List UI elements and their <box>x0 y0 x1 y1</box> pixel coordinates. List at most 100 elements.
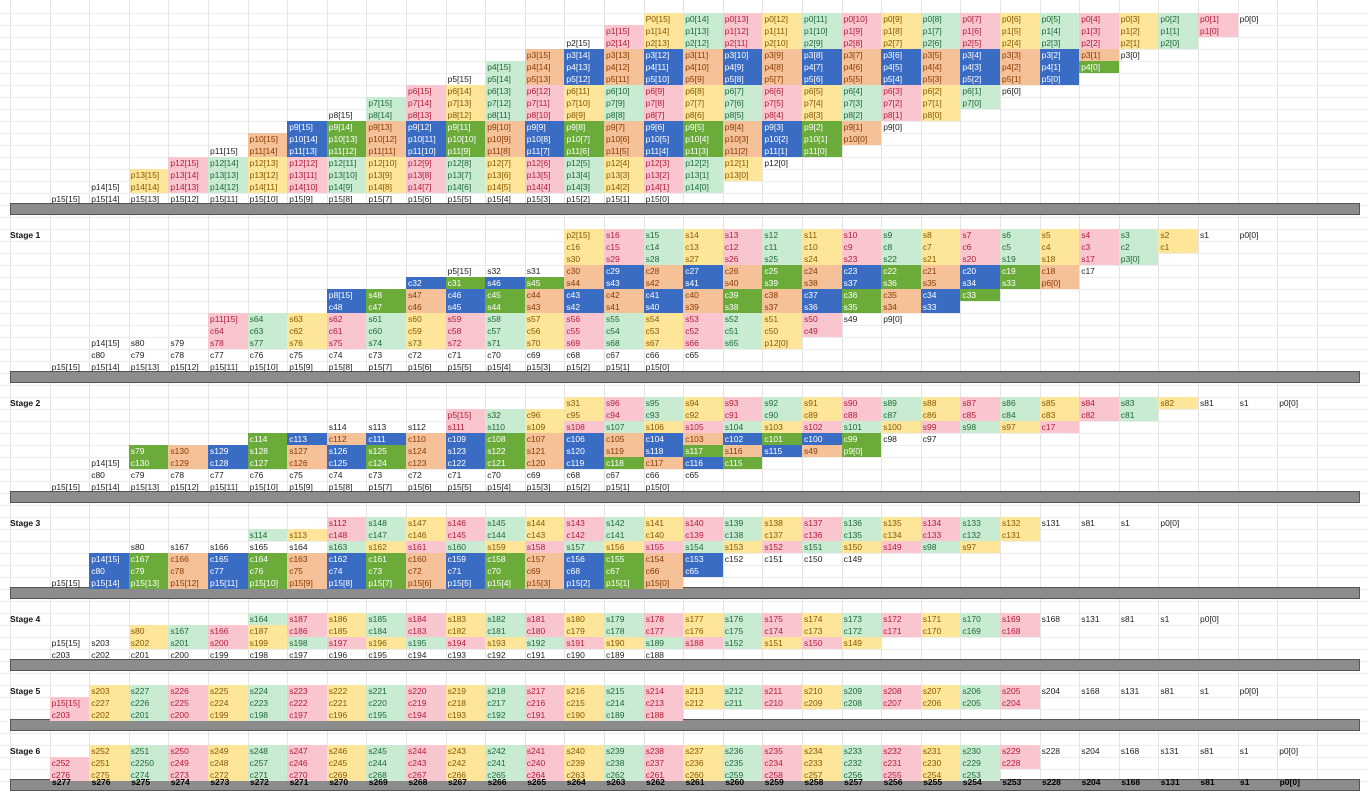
table-cell[interactable]: p7[5] <box>762 97 802 109</box>
table-cell[interactable]: p5[10] <box>643 73 684 85</box>
table-cell[interactable]: s245 <box>366 745 406 757</box>
table-cell[interactable]: p15[12] <box>170 194 199 204</box>
table-cell[interactable]: p15[13] <box>130 194 160 204</box>
table-cell[interactable]: c2250 <box>128 757 169 769</box>
table-cell[interactable]: s196 <box>366 637 406 649</box>
table-cell[interactable]: c22 <box>881 265 921 277</box>
table-cell[interactable]: c215 <box>564 697 604 709</box>
table-cell[interactable]: c34 <box>920 289 961 301</box>
table-cell[interactable]: p7[11] <box>524 97 565 109</box>
table-cell[interactable]: s185 <box>366 613 406 625</box>
table-cell[interactable]: c194 <box>406 709 446 721</box>
table-cell[interactable]: s85 <box>1039 397 1080 409</box>
table-cell[interactable]: p3[10] <box>722 49 763 61</box>
table-cell[interactable]: s60 <box>406 313 446 325</box>
table-cell[interactable]: p3[4] <box>960 49 1000 61</box>
table-cell[interactable]: c100 <box>802 433 842 445</box>
table-cell[interactable]: c155 <box>604 553 644 565</box>
table-cell[interactable]: p2[10] <box>762 37 802 49</box>
table-cell[interactable]: p6[3] <box>881 85 921 97</box>
table-cell[interactable]: s128 <box>247 445 288 457</box>
table-cell[interactable]: p0[10] <box>841 13 882 25</box>
table-cell[interactable]: p9[15] <box>287 121 327 133</box>
table-cell[interactable]: s238 <box>643 745 684 757</box>
table-cell[interactable]: p7[13] <box>445 97 486 109</box>
table-cell[interactable]: p15[15] <box>51 638 80 648</box>
table-cell[interactable]: c240 <box>524 757 565 769</box>
table-cell[interactable]: p15[12] <box>170 362 199 372</box>
table-cell[interactable]: c273 <box>168 769 208 781</box>
table-cell[interactable]: c243 <box>406 757 446 769</box>
table-cell[interactable]: s232 <box>881 745 921 757</box>
table-cell[interactable]: p13[2] <box>643 169 684 181</box>
table-cell[interactable]: p15[15] <box>51 362 80 372</box>
table-cell[interactable]: s33 <box>1000 277 1040 289</box>
table-cell[interactable]: s35 <box>841 301 882 313</box>
table-cell[interactable]: c239 <box>564 757 604 769</box>
table-cell[interactable]: s108 <box>564 421 604 433</box>
table-cell[interactable]: c123 <box>406 457 446 469</box>
table-cell[interactable]: s49 <box>802 445 842 457</box>
table-cell[interactable]: p5[4] <box>881 73 921 85</box>
table-cell[interactable]: c125 <box>326 457 367 469</box>
table-cell[interactable]: c124 <box>366 457 406 469</box>
table-cell[interactable]: p11[6] <box>564 145 604 157</box>
table-cell[interactable]: s172 <box>881 613 921 625</box>
final-sum-cell[interactable]: s277 <box>52 777 71 787</box>
table-cell[interactable]: p14[4] <box>524 181 565 193</box>
table-cell[interactable]: c149 <box>843 554 863 564</box>
table-cell[interactable]: c104 <box>643 433 684 445</box>
table-cell[interactable]: c268 <box>366 769 406 781</box>
table-cell[interactable]: p3[5] <box>920 49 961 61</box>
table-cell[interactable]: p15[8] <box>326 577 367 589</box>
table-cell[interactable]: p6[0] <box>1039 277 1080 289</box>
table-cell[interactable]: c193 <box>445 709 486 721</box>
table-cell[interactable]: s8 <box>920 229 961 241</box>
table-cell[interactable]: c233 <box>802 757 842 769</box>
table-cell[interactable]: c119 <box>564 457 604 469</box>
table-cell[interactable]: s45 <box>445 301 486 313</box>
table-cell[interactable]: p14[7] <box>406 181 446 193</box>
table-cell[interactable]: p1[15] <box>604 25 644 37</box>
table-cell[interactable]: s248 <box>247 745 288 757</box>
table-cell[interactable]: p0[12] <box>762 13 802 25</box>
table-cell[interactable]: s235 <box>762 745 802 757</box>
table-cell[interactable]: c75 <box>287 565 327 577</box>
table-cell[interactable]: s55 <box>604 313 644 325</box>
table-cell[interactable]: s29 <box>604 253 644 265</box>
table-cell[interactable]: c23 <box>841 265 882 277</box>
table-cell[interactable]: c70 <box>487 470 501 480</box>
table-cell[interactable]: s1 <box>1239 398 1249 408</box>
table-cell[interactable]: s25 <box>762 253 802 265</box>
table-cell[interactable]: s41 <box>683 277 723 289</box>
table-cell[interactable]: p4[7] <box>802 61 842 73</box>
table-cell[interactable]: s1 <box>1160 614 1170 624</box>
final-sum-cell[interactable]: s263 <box>606 777 626 787</box>
table-cell[interactable]: s134 <box>920 517 961 529</box>
table-cell[interactable]: s4 <box>1079 229 1119 241</box>
table-cell[interactable]: p7[12] <box>485 97 525 109</box>
table-cell[interactable]: c14 <box>643 241 684 253</box>
table-cell[interactable]: c88 <box>841 409 882 421</box>
table-cell[interactable]: s188 <box>683 637 723 649</box>
table-cell[interactable]: c65 <box>685 350 699 360</box>
table-cell[interactable]: p15[4] <box>485 577 525 589</box>
table-cell[interactable]: s149 <box>881 541 921 553</box>
table-cell[interactable]: c207 <box>881 697 921 709</box>
table-cell[interactable]: c99 <box>841 433 882 445</box>
table-cell[interactable]: c158 <box>485 553 525 565</box>
table-cell[interactable]: p15[11] <box>210 194 238 204</box>
table-cell[interactable]: c165 <box>208 553 248 565</box>
table-cell[interactable]: p0[0] <box>1279 398 1299 408</box>
table-cell[interactable]: s27 <box>683 253 723 265</box>
table-cell[interactable]: p15[7] <box>366 577 406 589</box>
table-cell[interactable]: s223 <box>287 685 327 697</box>
table-cell[interactable]: s52 <box>722 313 763 325</box>
table-cell[interactable]: s165 <box>249 542 269 552</box>
table-cell[interactable]: c144 <box>485 529 525 541</box>
table-cell[interactable]: s14 <box>683 229 723 241</box>
table-cell[interactable]: c245 <box>326 757 367 769</box>
table-cell[interactable]: s7 <box>960 229 1000 241</box>
table-cell[interactable]: c151 <box>764 554 783 564</box>
table-cell[interactable]: s193 <box>485 637 525 649</box>
